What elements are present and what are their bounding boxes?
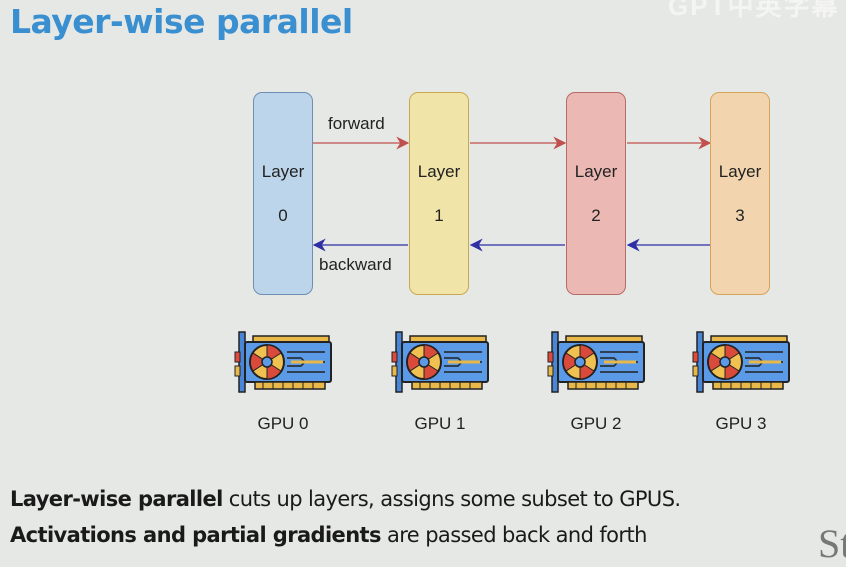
layer-label: Layer xyxy=(261,162,305,181)
layer-index: 3 xyxy=(735,206,745,225)
backward-label: backward xyxy=(319,255,392,274)
description-line-1: Layer-wise parallel cuts up layers, assi… xyxy=(10,487,681,511)
gpu-card-icon xyxy=(547,331,645,393)
subtitle-watermark: GPT中英字幕 xyxy=(668,0,840,21)
layer-1-box: Layer 1 xyxy=(409,92,469,295)
gpu-3: GPU 3 xyxy=(691,330,791,434)
layer-2-box: Layer 2 xyxy=(566,92,626,295)
description-text: are passed back and forth xyxy=(380,523,647,547)
gpu-label: GPU 0 xyxy=(257,414,309,433)
arrows-layer xyxy=(312,136,712,252)
forward-label: forward xyxy=(328,114,385,133)
gpu-label: GPU 2 xyxy=(570,414,622,433)
layer-index: 2 xyxy=(591,206,601,225)
gpu-label: GPU 3 xyxy=(715,414,767,433)
description-text: cuts up layers, assigns some subset to G… xyxy=(222,487,681,511)
gpu-card-icon xyxy=(692,331,790,393)
layer-index: 1 xyxy=(434,206,444,225)
layer-label: Layer xyxy=(417,162,461,181)
layer-3-box: Layer 3 xyxy=(710,92,770,295)
layer-label: Layer xyxy=(718,162,762,181)
description-line-2: Activations and partial gradients are pa… xyxy=(10,523,647,547)
layer-0-box: Layer 0 xyxy=(253,92,313,295)
gpu-2: GPU 2 xyxy=(546,330,646,434)
gpu-card-icon xyxy=(391,331,489,393)
gpu-1: GPU 1 xyxy=(390,330,490,434)
layer-index: 0 xyxy=(278,206,288,225)
gpu-0: GPU 0 xyxy=(233,330,333,434)
layer-label: Layer xyxy=(574,162,618,181)
description-bold: Layer-wise parallel xyxy=(10,487,223,511)
gpu-card-icon xyxy=(234,331,332,393)
university-logo: St xyxy=(818,521,846,566)
description-bold: Activations and partial gradients xyxy=(10,523,381,547)
gpu-label: GPU 1 xyxy=(414,414,466,433)
slide-title: Layer-wise parallel xyxy=(10,2,353,41)
